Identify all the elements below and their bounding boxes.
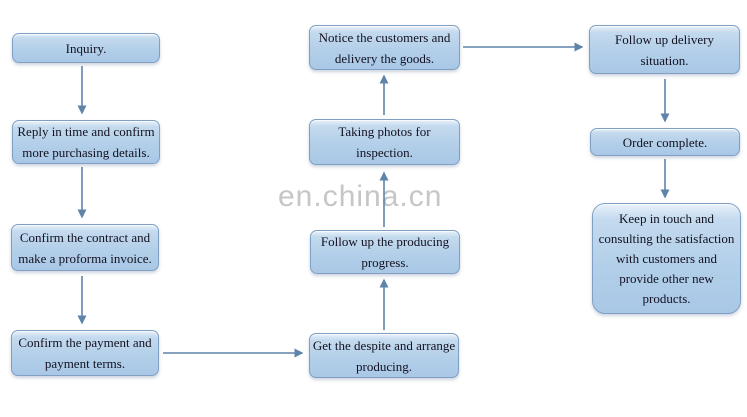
watermark: en.china.cn <box>278 180 443 213</box>
node-keep-in-touch: Keep in touch and consulting the satisfa… <box>592 203 741 314</box>
node-progress-label: Follow up the producing progress. <box>320 234 450 270</box>
node-payment-label: Confirm the payment and payment terms. <box>18 335 152 371</box>
node-reply: Reply in time and confirm more purchasin… <box>12 120 160 164</box>
node-despite-label: Get the despite and arrange producing. <box>312 337 456 374</box>
node-contract: Confirm the contract and make a proforma… <box>11 224 159 271</box>
node-delivery-label: Follow up delivery situation. <box>615 31 714 68</box>
node-keep-in-touch-label: Keep in touch and consulting the satisfa… <box>598 210 735 306</box>
node-complete: Order complete. <box>590 128 740 156</box>
node-notice: Notice the customers and delivery the go… <box>309 25 460 70</box>
node-delivery: Follow up delivery situation. <box>589 25 740 74</box>
node-photos-label: Taking photos for inspection. <box>338 124 431 160</box>
node-notice-label: Notice the customers and delivery the go… <box>318 29 451 66</box>
node-complete-label: Order complete. <box>622 134 708 150</box>
node-despite: Get the despite and arrange producing. <box>309 333 459 378</box>
node-progress: Follow up the producing progress. <box>310 230 460 274</box>
node-reply-label: Reply in time and confirm more purchasin… <box>17 124 155 160</box>
node-inquiry: Inquiry. <box>12 33 160 63</box>
node-payment: Confirm the payment and payment terms. <box>11 330 159 376</box>
node-photos: Taking photos for inspection. <box>309 119 460 165</box>
node-inquiry-label: Inquiry. <box>65 40 107 56</box>
node-contract-label: Confirm the contract and make a proforma… <box>18 229 152 266</box>
